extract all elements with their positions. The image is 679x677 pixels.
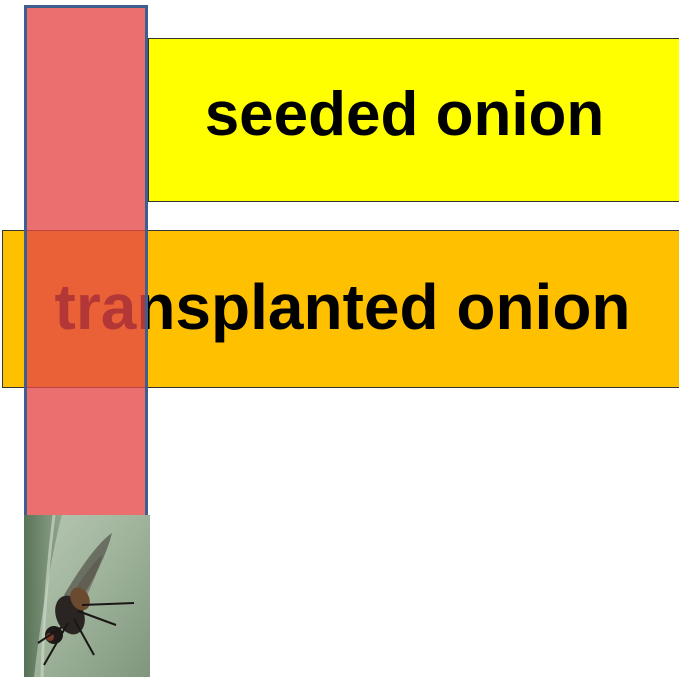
pest-activity-overlay (24, 5, 148, 525)
onion-fly-photo-icon (24, 515, 150, 677)
seeded-onion-label: seeded onion (205, 79, 605, 150)
seeded-onion-bar: seeded onion (148, 38, 679, 202)
